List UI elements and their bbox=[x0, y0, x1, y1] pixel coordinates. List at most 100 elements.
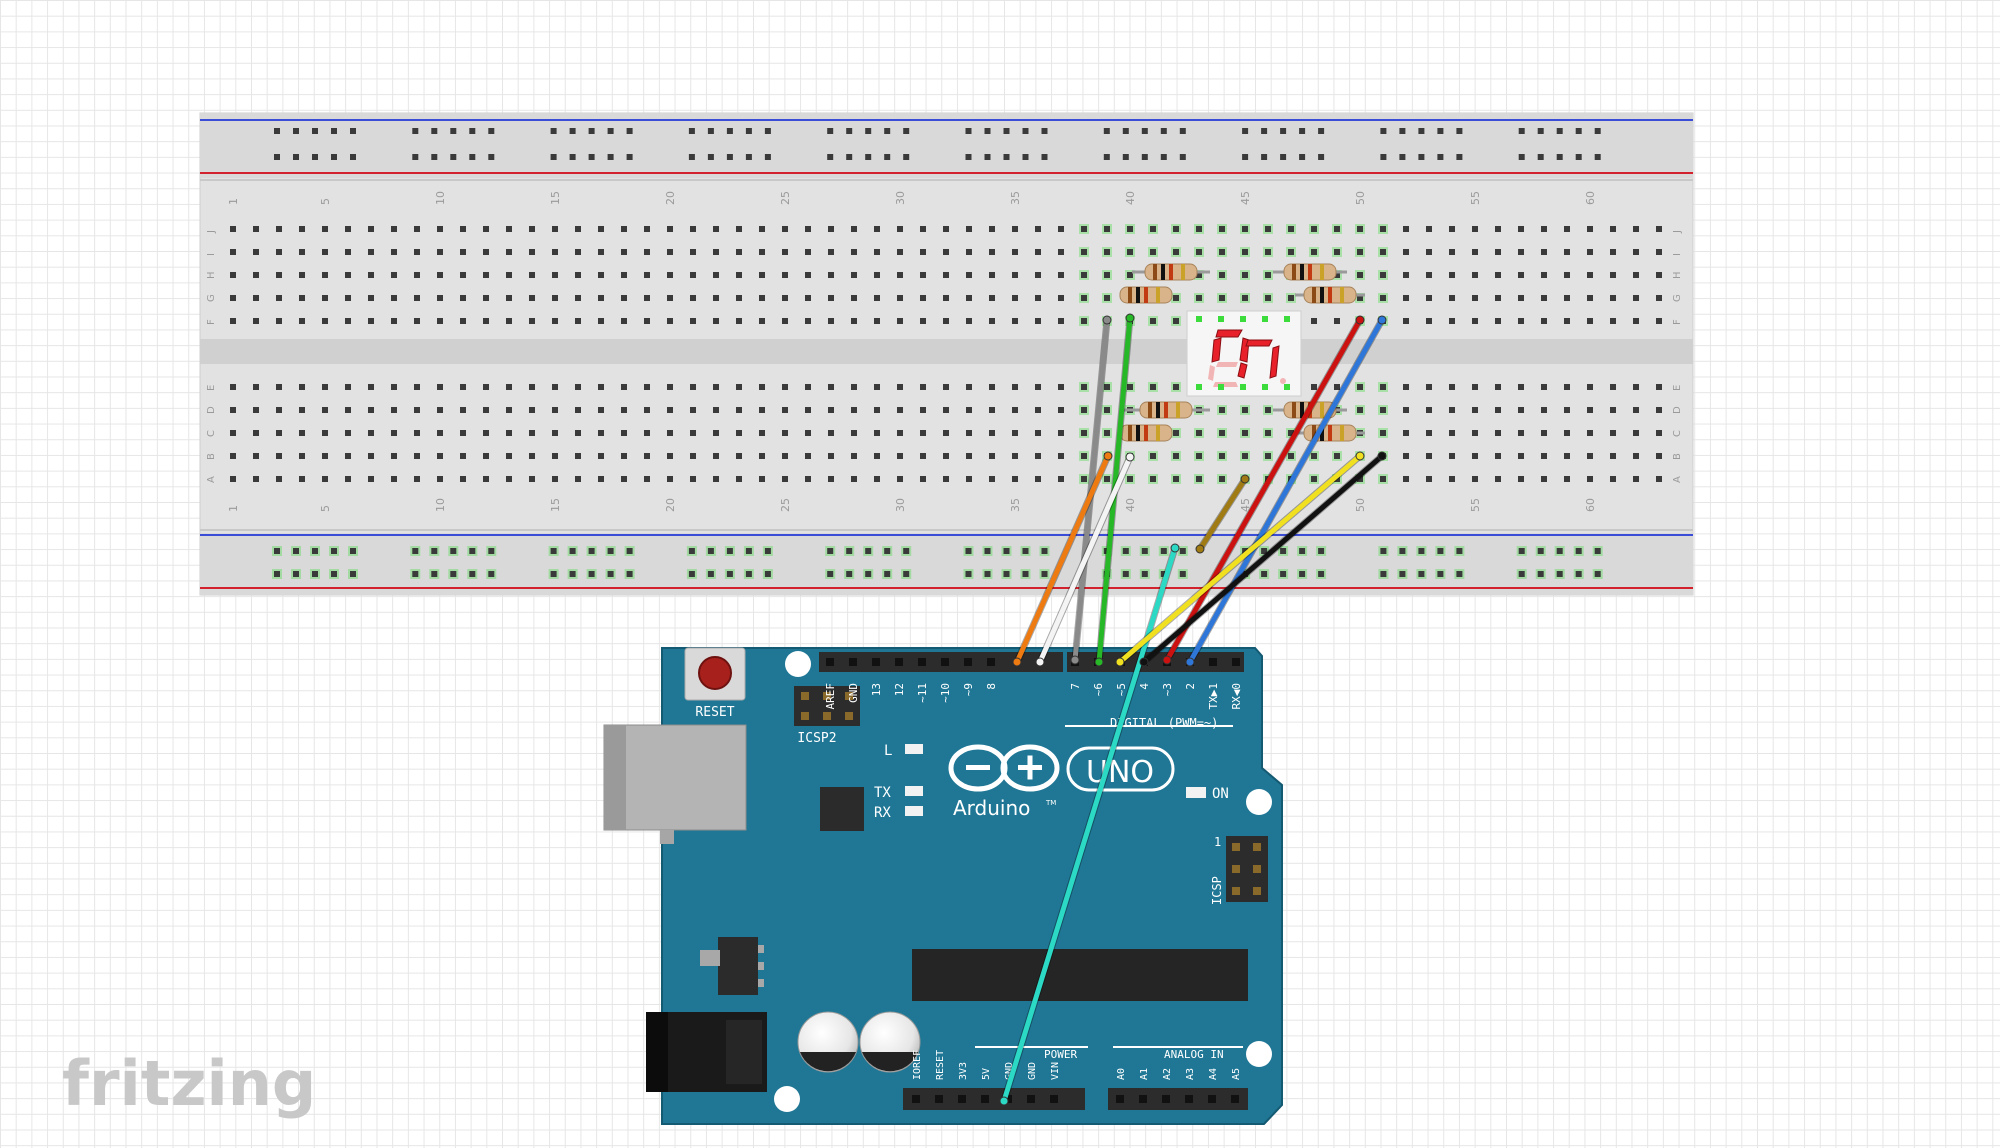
breadboard-hole[interactable] bbox=[345, 318, 351, 324]
breadboard-hole[interactable] bbox=[529, 407, 535, 413]
breadboard-hole[interactable] bbox=[1472, 407, 1478, 413]
breadboard-hole[interactable] bbox=[506, 249, 512, 255]
breadboard-hole[interactable] bbox=[1242, 430, 1248, 436]
breadboard-hole[interactable] bbox=[690, 249, 696, 255]
rail-hole[interactable] bbox=[412, 548, 419, 554]
breadboard-hole[interactable] bbox=[897, 407, 903, 413]
breadboard-hole[interactable] bbox=[322, 295, 328, 301]
rail-hole[interactable] bbox=[1537, 571, 1544, 577]
breadboard-hole[interactable] bbox=[1288, 453, 1294, 459]
breadboard-hole[interactable] bbox=[1311, 476, 1317, 482]
breadboard-hole[interactable] bbox=[575, 430, 581, 436]
rail-hole[interactable] bbox=[1261, 154, 1268, 160]
rail-hole[interactable] bbox=[1299, 548, 1306, 554]
breadboard-hole[interactable] bbox=[253, 249, 259, 255]
breadboard-hole[interactable] bbox=[621, 384, 627, 390]
breadboard-hole[interactable] bbox=[736, 407, 742, 413]
breadboard-hole[interactable] bbox=[989, 226, 995, 232]
breadboard-hole[interactable] bbox=[1012, 384, 1018, 390]
breadboard-hole[interactable] bbox=[851, 249, 857, 255]
rail-hole[interactable] bbox=[884, 154, 891, 160]
breadboard-hole[interactable] bbox=[460, 295, 466, 301]
rail-hole[interactable] bbox=[626, 571, 633, 577]
breadboard-hole[interactable] bbox=[966, 384, 972, 390]
breadboard-hole[interactable] bbox=[1265, 295, 1271, 301]
rail-hole[interactable] bbox=[745, 571, 752, 577]
rail-hole[interactable] bbox=[827, 571, 834, 577]
breadboard-hole[interactable] bbox=[299, 295, 305, 301]
rail-hole[interactable] bbox=[450, 154, 457, 160]
wire-white[interactable] bbox=[1035, 452, 1135, 667]
breadboard-hole[interactable] bbox=[1380, 272, 1386, 278]
digital-pin[interactable] bbox=[826, 658, 834, 666]
breadboard-hole[interactable] bbox=[1265, 226, 1271, 232]
breadboard-hole[interactable] bbox=[230, 249, 236, 255]
breadboard-hole[interactable] bbox=[943, 249, 949, 255]
digital-pin[interactable] bbox=[849, 658, 857, 666]
breadboard-hole[interactable] bbox=[437, 249, 443, 255]
breadboard-hole[interactable] bbox=[897, 476, 903, 482]
rail-hole[interactable] bbox=[607, 548, 614, 554]
breadboard-hole[interactable] bbox=[920, 384, 926, 390]
breadboard-hole[interactable] bbox=[299, 453, 305, 459]
breadboard-hole[interactable] bbox=[713, 295, 719, 301]
breadboard-hole[interactable] bbox=[1173, 249, 1179, 255]
breadboard-hole[interactable] bbox=[598, 476, 604, 482]
breadboard-hole[interactable] bbox=[667, 430, 673, 436]
breadboard-hole[interactable] bbox=[759, 407, 765, 413]
breadboard-hole[interactable] bbox=[276, 407, 282, 413]
rail-hole[interactable] bbox=[1141, 571, 1148, 577]
breadboard-hole[interactable] bbox=[598, 384, 604, 390]
breadboard-hole[interactable] bbox=[552, 226, 558, 232]
breadboard-hole[interactable] bbox=[1081, 249, 1087, 255]
breadboard-hole[interactable] bbox=[529, 295, 535, 301]
breadboard-hole[interactable] bbox=[1012, 476, 1018, 482]
digital-pin[interactable] bbox=[872, 658, 880, 666]
analog-pin[interactable] bbox=[1139, 1095, 1147, 1103]
breadboard-hole[interactable] bbox=[598, 453, 604, 459]
breadboard-hole[interactable] bbox=[759, 476, 765, 482]
breadboard-hole[interactable] bbox=[1173, 476, 1179, 482]
breadboard-hole[interactable] bbox=[1380, 384, 1386, 390]
breadboard-hole[interactable] bbox=[552, 430, 558, 436]
rail-hole[interactable] bbox=[1041, 128, 1048, 134]
breadboard-hole[interactable] bbox=[1035, 295, 1041, 301]
rail-hole[interactable] bbox=[884, 128, 891, 134]
rail-hole[interactable] bbox=[1556, 128, 1563, 134]
rail-hole[interactable] bbox=[1594, 571, 1601, 577]
rail-hole[interactable] bbox=[1594, 548, 1601, 554]
breadboard-hole[interactable] bbox=[1472, 226, 1478, 232]
rail-hole[interactable] bbox=[274, 128, 280, 134]
breadboard-hole[interactable] bbox=[736, 249, 742, 255]
breadboard-hole[interactable] bbox=[1035, 407, 1041, 413]
breadboard-hole[interactable] bbox=[1426, 476, 1432, 482]
rail-hole[interactable] bbox=[1261, 548, 1268, 554]
breadboard-hole[interactable] bbox=[1426, 226, 1432, 232]
breadboard-hole[interactable] bbox=[1035, 226, 1041, 232]
breadboard-hole[interactable] bbox=[1564, 318, 1570, 324]
breadboard-hole[interactable] bbox=[1288, 430, 1294, 436]
breadboard-hole[interactable] bbox=[1403, 226, 1409, 232]
breadboard-hole[interactable] bbox=[368, 295, 374, 301]
breadboard-hole[interactable] bbox=[966, 430, 972, 436]
rail-hole[interactable] bbox=[827, 128, 834, 134]
power-pin[interactable] bbox=[1027, 1095, 1035, 1103]
rail-hole[interactable] bbox=[688, 154, 695, 160]
breadboard-hole[interactable] bbox=[782, 430, 788, 436]
analog-pin[interactable] bbox=[1208, 1095, 1216, 1103]
breadboard-hole[interactable] bbox=[1104, 476, 1110, 482]
breadboard-hole[interactable] bbox=[667, 476, 673, 482]
breadboard-hole[interactable] bbox=[1357, 407, 1363, 413]
breadboard-hole[interactable] bbox=[1058, 272, 1064, 278]
breadboard-hole[interactable] bbox=[874, 318, 880, 324]
breadboard-hole[interactable] bbox=[1196, 453, 1202, 459]
breadboard-hole[interactable] bbox=[621, 295, 627, 301]
rail-hole[interactable] bbox=[588, 128, 595, 134]
breadboard-hole[interactable] bbox=[253, 453, 259, 459]
breadboard-hole[interactable] bbox=[1564, 453, 1570, 459]
breadboard-hole[interactable] bbox=[1495, 249, 1501, 255]
breadboard-hole[interactable] bbox=[299, 384, 305, 390]
breadboard-hole[interactable] bbox=[1311, 318, 1317, 324]
breadboard-hole[interactable] bbox=[1035, 453, 1041, 459]
rail-hole[interactable] bbox=[293, 154, 299, 160]
